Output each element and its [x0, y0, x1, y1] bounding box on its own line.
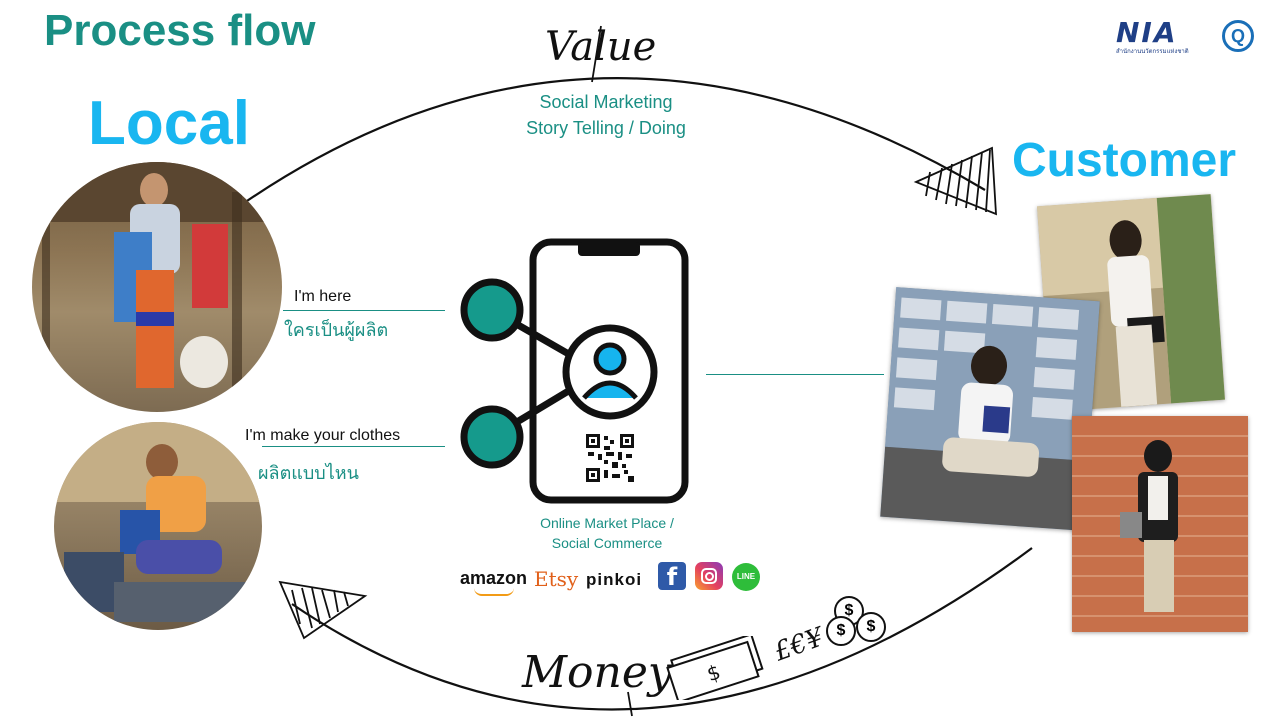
line-icon-text: LINE: [736, 572, 756, 581]
amazon-smile: [474, 588, 514, 596]
partner-logo: Q: [1222, 20, 1254, 52]
facebook-letter: f: [666, 563, 678, 591]
pinkoi-logo: pinkoi: [586, 570, 643, 589]
coin-icon: $ $ $: [826, 594, 896, 648]
producer-note-2-line: [262, 446, 445, 447]
producer-note-1-line: [283, 310, 445, 311]
value-handwritten: Value: [545, 24, 657, 70]
nia-logo-text: NIA: [1116, 16, 1178, 49]
amazon-logo: amazon: [460, 568, 528, 596]
producer-note-2-th: ผลิตแบบไหน: [258, 463, 359, 483]
producer-note-2-en: I'm make your clothes: [245, 427, 401, 444]
share-phone-icon: [460, 238, 689, 504]
center-caption-1: Online Market Place /: [540, 515, 674, 531]
banknote-icon: $: [666, 636, 764, 700]
money-handwritten: Money: [522, 647, 673, 698]
customer-label: Customer: [1012, 134, 1237, 187]
producer-note-1-en: I'm here: [294, 288, 352, 305]
qr-code-icon: [586, 434, 634, 482]
coin-2: $: [826, 616, 856, 646]
partner-logo-text: Q: [1230, 26, 1245, 46]
coin-3: $: [856, 612, 886, 642]
arrowhead-icon: [278, 580, 368, 640]
user-icon: [562, 324, 658, 420]
etsy-logo: Etsy: [534, 567, 579, 591]
amazon-text: amazon: [460, 568, 528, 588]
customer-photo-3: [1072, 416, 1248, 632]
producer-photo-2: [54, 422, 262, 630]
local-label: Local: [88, 89, 250, 158]
value-line-1: Social Marketing: [539, 92, 673, 112]
center-caption-2: Social Commerce: [551, 535, 663, 551]
bottom-arc: [291, 547, 1033, 711]
instagram-icon: [695, 562, 723, 590]
value-line-2: Story Telling / Doing: [526, 118, 686, 138]
customer-photo-2: [880, 287, 1100, 531]
customer-connector-line: [706, 374, 884, 375]
nia-logo-subtitle: สำนักงานนวัตกรรมแห่งชาติ: [1116, 49, 1189, 55]
line-icon: LINE: [732, 563, 760, 591]
facebook-icon: f: [658, 562, 686, 591]
producer-note-1-th: ใครเป็นผู้ผลิต: [284, 320, 389, 340]
producer-photo-1: [32, 162, 282, 412]
arrowhead-icon: [913, 146, 997, 216]
nia-logo: NIA สำนักงานนวัตกรรมแห่งชาติ: [1116, 18, 1212, 58]
top-arc: [243, 77, 986, 204]
page-title: Process flow: [44, 6, 316, 55]
